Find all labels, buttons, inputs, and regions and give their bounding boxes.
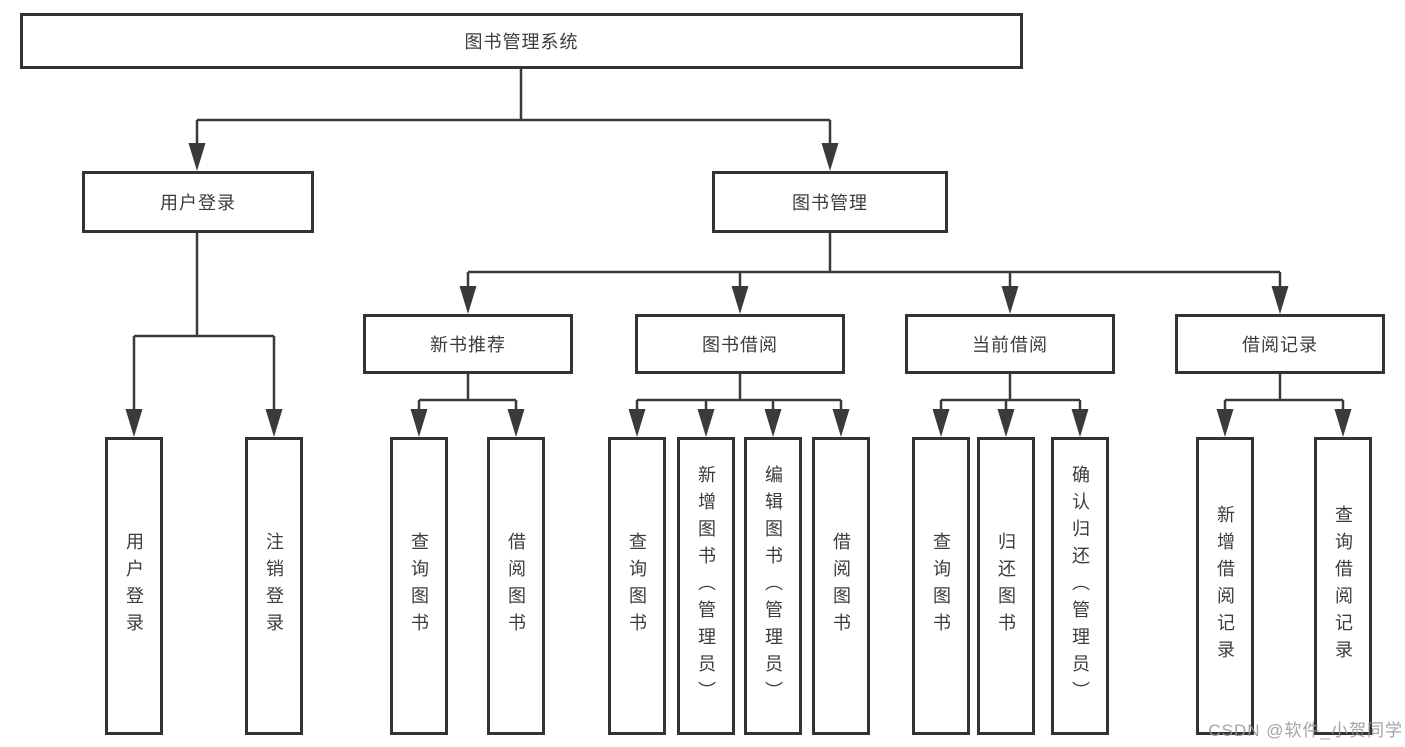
leaf-records-add-borrow-record: 新增借阅记录 xyxy=(1196,437,1254,735)
arrow-down-icon xyxy=(832,409,850,437)
leaf-newbook-query-books: 查询图书 xyxy=(390,437,448,735)
arrow-down-icon xyxy=(697,409,715,437)
leaf-user-login: 用户登录 xyxy=(105,437,163,735)
node-current-borrow: 当前借阅 xyxy=(905,314,1115,374)
leaf-current-confirm-return-admin: 确认归还（管理员） xyxy=(1051,437,1109,735)
arrow-down-icon xyxy=(1071,409,1089,437)
leaf-borrow-edit-books-admin: 编辑图书（管理员） xyxy=(744,437,802,735)
arrow-down-icon xyxy=(1271,286,1289,314)
node-library-management-system: 图书管理系统 xyxy=(20,13,1023,69)
connector-userlogin-to-leaves xyxy=(132,233,276,410)
arrow-down-icon xyxy=(628,409,646,437)
node-book-borrow: 图书借阅 xyxy=(635,314,845,374)
arrow-down-icon xyxy=(821,143,839,171)
arrow-down-icon xyxy=(410,409,428,437)
node-book-management: 图书管理 xyxy=(712,171,948,233)
node-new-book-recommend: 新书推荐 xyxy=(363,314,573,374)
arrow-down-icon xyxy=(125,409,143,437)
connector-root-to-level2 xyxy=(195,69,832,144)
leaf-borrow-add-books-admin: 新增图书（管理员） xyxy=(677,437,735,735)
arrow-down-icon xyxy=(731,286,749,314)
connector-bookborrow-to-leaves xyxy=(635,374,843,410)
leaf-logout-login: 注销登录 xyxy=(245,437,303,735)
leaf-current-query-books: 查询图书 xyxy=(912,437,970,735)
leaf-newbook-borrow-books: 借阅图书 xyxy=(487,437,545,735)
arrowheads xyxy=(125,143,1352,437)
leaf-current-return-books: 归还图书 xyxy=(977,437,1035,735)
node-user-login: 用户登录 xyxy=(82,171,314,233)
arrow-down-icon xyxy=(188,143,206,171)
leaf-records-query-borrow-record: 查询借阅记录 xyxy=(1314,437,1372,735)
connector-newbook-to-leaves xyxy=(417,374,518,410)
leaf-borrow-borrow-books: 借阅图书 xyxy=(812,437,870,735)
arrow-down-icon xyxy=(459,286,477,314)
arrow-down-icon xyxy=(997,409,1015,437)
watermark-csdn: CSDN @软件_小贺同学 xyxy=(1208,721,1403,740)
arrow-down-icon xyxy=(932,409,950,437)
arrow-down-icon xyxy=(1334,409,1352,437)
arrow-down-icon xyxy=(1216,409,1234,437)
arrow-down-icon xyxy=(1001,286,1019,314)
connector-currentborrow-to-leaves xyxy=(939,374,1082,410)
arrow-down-icon xyxy=(507,409,525,437)
connector-records-to-leaves xyxy=(1223,374,1345,410)
node-borrow-records: 借阅记录 xyxy=(1175,314,1385,374)
arrow-down-icon xyxy=(764,409,782,437)
arrow-down-icon xyxy=(265,409,283,437)
connector-bookmgmt-to-level3 xyxy=(466,233,1282,287)
leaf-borrow-query-books: 查询图书 xyxy=(608,437,666,735)
